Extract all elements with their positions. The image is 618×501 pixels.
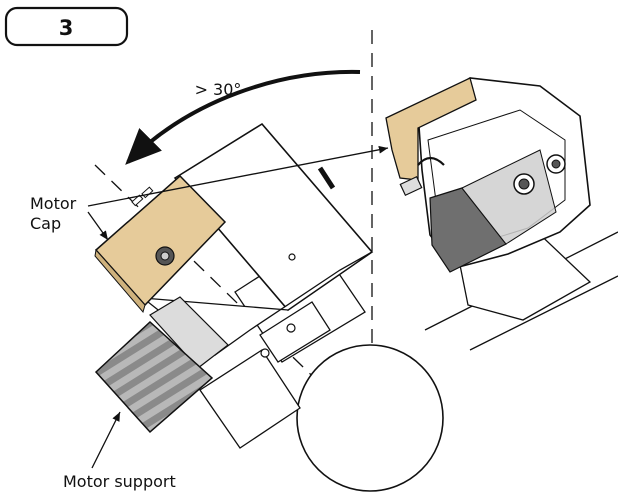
pivot-base	[296, 344, 444, 492]
motor-cap-leader	[87, 211, 109, 241]
angle-label: > 30°	[195, 80, 242, 99]
motor-support-leader	[91, 411, 121, 469]
motor-cap-label-line1: Motor	[30, 194, 77, 213]
motor-support-label: Motor support	[63, 472, 176, 491]
rotate-arrow-icon	[125, 69, 361, 165]
motor-support	[94, 320, 214, 434]
detail-view	[385, 77, 618, 351]
step-badge: 3	[4, 6, 129, 47]
step-number: 3	[59, 16, 74, 40]
pointer-arrow-icon	[87, 145, 389, 207]
motor-cap-label-line2: Cap	[30, 214, 61, 233]
tilted-axis-line	[94, 164, 371, 433]
